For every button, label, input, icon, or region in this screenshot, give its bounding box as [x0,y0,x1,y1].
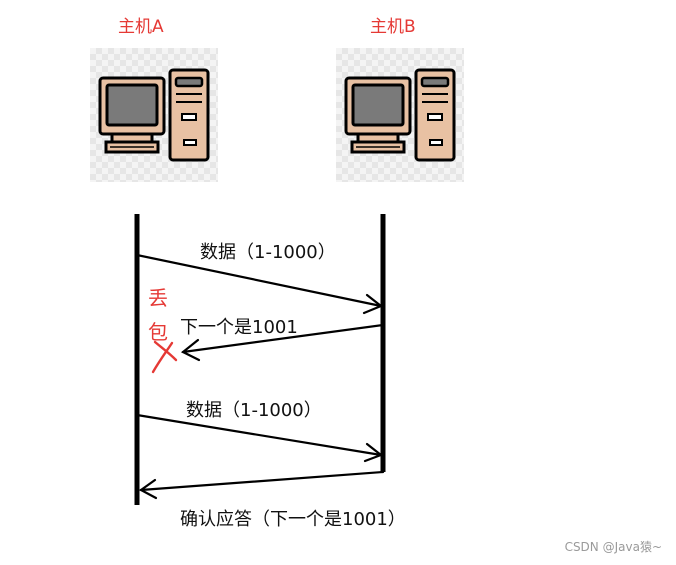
arrow-ack-lost [180,323,385,362]
arrow-ack [138,470,385,500]
host-b-label: 主机B [370,17,416,37]
host-a-computer-icon [90,48,218,182]
host-b-computer-icon [336,48,464,182]
arrow-data-1 [135,253,384,315]
watermark: CSDN @Java猿~ [564,540,662,554]
message-ack-lost-label: 下一个是1001 [180,317,298,338]
host-a-label: 主机A [118,17,164,37]
loss-x-mark [151,340,178,374]
loss-annotation-char-2: 包 [148,320,168,344]
loss-annotation-char-1: 丢 [148,286,168,310]
arrow-data-retransmit [135,413,384,463]
message-data-label-2: 数据（1-1000） [186,400,322,421]
message-ack-label: 确认应答（下一个是1001） [180,509,406,530]
message-data-label-1: 数据（1-1000） [200,242,336,263]
